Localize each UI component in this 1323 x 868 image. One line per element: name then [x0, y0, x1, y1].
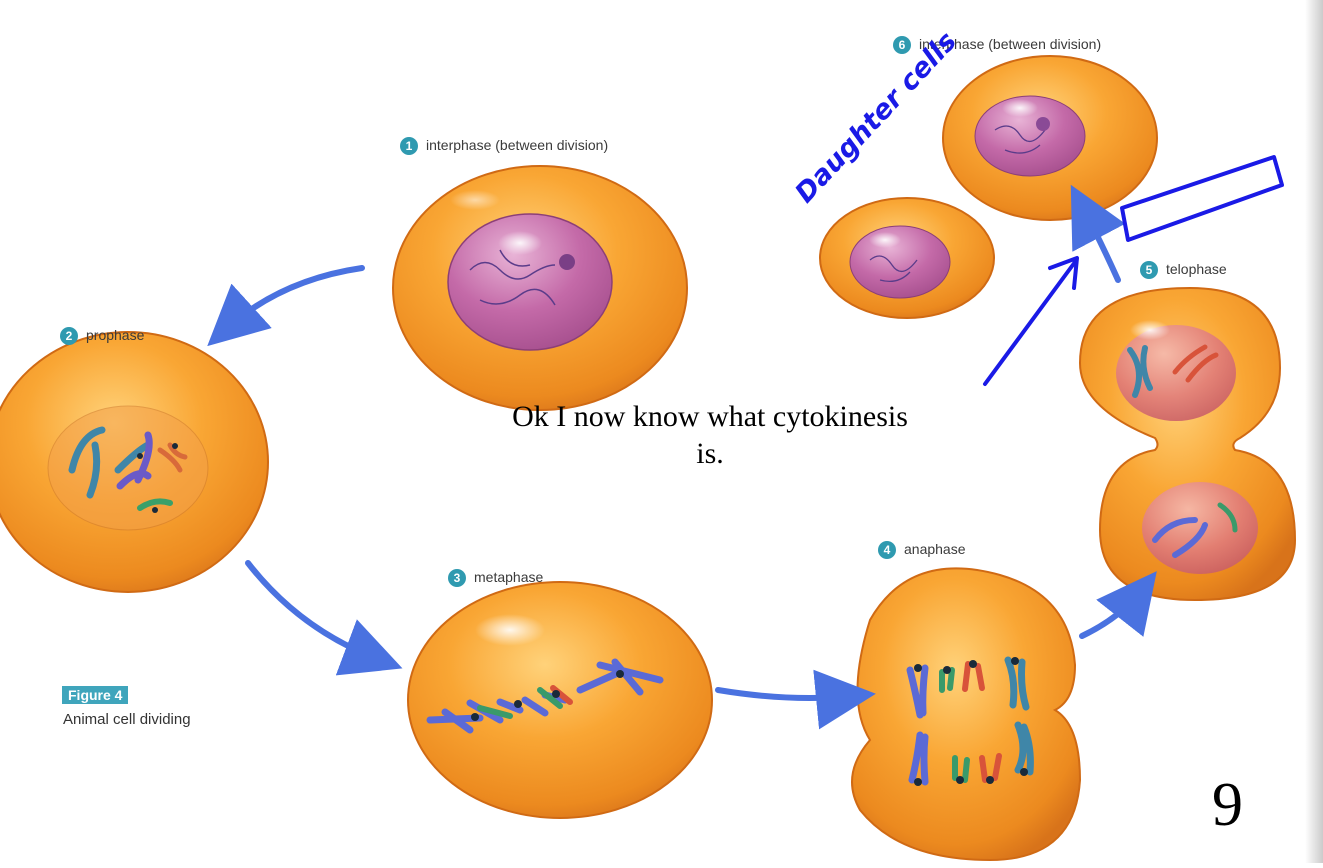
stage-label-metaphase: 3 metaphase	[448, 568, 543, 587]
daughter-cell-upper	[943, 56, 1157, 220]
arrow-telophase-to-interphase	[1082, 206, 1118, 280]
stage-label-anaphase: 4 anaphase	[878, 540, 966, 559]
number-badge: 6	[893, 36, 911, 54]
number-badge: 5	[1140, 261, 1158, 279]
arrow-metaphase-to-anaphase	[718, 690, 852, 698]
number-badge: 1	[400, 137, 418, 155]
number-badge: 4	[878, 541, 896, 559]
stage-name: metaphase	[474, 569, 543, 585]
note-text: Ok I now know what cytokinesis is.	[440, 398, 980, 472]
cell-anaphase	[852, 568, 1080, 860]
note-line-2: is.	[440, 435, 980, 472]
figure-caption: Animal cell dividing	[63, 711, 191, 728]
arrow-interphase-to-prophase	[225, 268, 362, 330]
stage-name: anaphase	[904, 541, 966, 557]
number-badge: 2	[60, 327, 78, 345]
page-edge-shadow	[1305, 0, 1323, 863]
cell-prophase	[0, 332, 268, 592]
arrow-anaphase-to-telophase	[1082, 590, 1142, 636]
stage-name: telophase	[1166, 261, 1227, 277]
stage-name: prophase	[86, 327, 144, 343]
stage-label-prophase: 2 prophase	[60, 326, 144, 345]
cell-metaphase	[408, 582, 712, 818]
daughter-cell-lower	[820, 198, 994, 318]
page-number: 9	[1212, 770, 1243, 840]
stage-name: interphase (between division)	[426, 137, 608, 153]
handwritten-arrow	[985, 258, 1077, 384]
arrow-prophase-to-metaphase	[248, 563, 380, 660]
figure-tag: Figure 4	[62, 686, 128, 704]
number-badge: 3	[448, 569, 466, 587]
cell-interphase-1	[393, 166, 687, 410]
note-line-1: Ok I now know what cytokinesis	[440, 398, 980, 435]
cell-telophase	[1080, 288, 1295, 600]
stage-label-telophase: 5 telophase	[1140, 260, 1227, 279]
stage-label-interphase-1: 1 interphase (between division)	[400, 136, 608, 155]
